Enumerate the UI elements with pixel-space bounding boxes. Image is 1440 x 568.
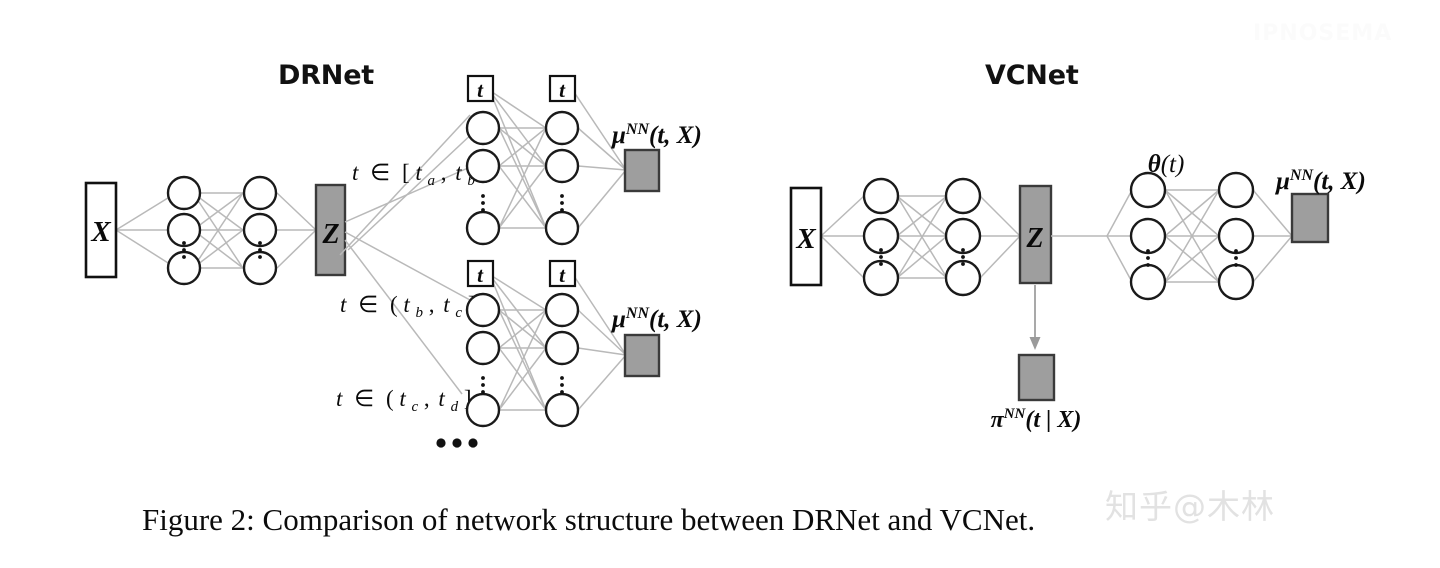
drnet-branch-routing-edges — [339, 114, 477, 395]
vcnet-propensity-arrow — [1029, 285, 1041, 350]
figure-caption: Figure 2: Comparison of network structur… — [142, 502, 1035, 537]
branch-1-var: t — [340, 292, 347, 317]
branch-2-var: t — [336, 386, 343, 411]
drnet-head-1-output-box — [623, 148, 661, 193]
drnet-head-2-edges — [491, 275, 627, 411]
branch-0-rel: ∈ — [370, 160, 390, 185]
drnet-head-2-output-box — [623, 333, 661, 378]
branch-2-rel: ∈ — [354, 386, 374, 411]
vcnet-output-label: μNN(t, X) — [1274, 167, 1366, 195]
vcnet-head-layer-2 — [1217, 171, 1255, 301]
vcnet-hidden-layer-2 — [944, 177, 982, 297]
branch-0-lo-sub: a — [428, 173, 436, 189]
vcnet-title: VCNet — [985, 60, 1079, 91]
vcnet-head-edges — [1051, 189, 1293, 283]
drnet-more-branches — [436, 438, 478, 448]
vcnet-theta-label: θ(t) — [1148, 151, 1185, 178]
branch-0-var: t — [352, 160, 359, 185]
vcnet-head-layer-1 — [1129, 171, 1167, 301]
branch-0-hi: t — [455, 160, 462, 185]
branch-2-open: ( — [386, 386, 394, 411]
drnet-branch-label-2: t ∈ ( t c , t d ] — [336, 386, 471, 416]
branch-2-lo: t — [399, 386, 406, 411]
svg-text:t ∈ (: t ∈ ( t c , t d ] — [336, 386, 471, 416]
drnet-latent-label: Z — [321, 219, 339, 250]
drnet-encoder-edges — [115, 192, 317, 269]
drnet-head-2-t-label-2: t — [559, 263, 566, 287]
branch-0-open: [ — [402, 160, 410, 185]
branch-2-hi-sub: d — [451, 399, 459, 415]
drnet-input-label: X — [90, 216, 111, 248]
branch-1-lo: t — [403, 292, 410, 317]
branch-1-open: ( — [390, 292, 398, 317]
drnet-title: DRNet — [278, 60, 374, 91]
drnet-head-2-t-box-1 — [466, 259, 495, 288]
drnet-head-1-t-box-2 — [548, 74, 577, 103]
drnet-head-1-output-label: μNN(t, X) — [610, 121, 702, 149]
drnet-head-1-t-label-2: t — [559, 78, 566, 102]
vcnet-hidden-layer-1 — [862, 177, 900, 297]
drnet-head-2: t t μNN(t, X) — [465, 259, 702, 428]
vcnet-latent-label: Z — [1025, 223, 1043, 254]
branch-1-lo-sub: b — [416, 305, 424, 321]
vcnet-latent-box: Z — [1018, 184, 1053, 285]
vcnet-encoder-edges — [820, 195, 1021, 279]
drnet-branch-label-1: t ∈ ( t b , t c ] — [340, 292, 475, 322]
branch-1-rel: ∈ — [358, 292, 378, 317]
vcnet-input-box: X — [789, 186, 823, 287]
drnet-hidden-layer-2 — [242, 175, 278, 286]
branch-0-lo: t — [415, 160, 422, 185]
drnet-input-box: X — [84, 181, 118, 279]
drnet-hidden-layer-1 — [166, 175, 202, 286]
drnet-head-2-output-label: μNN(t, X) — [610, 305, 702, 333]
branch-2-hi: t — [438, 386, 445, 411]
drnet-head-1: t t μNN(t, X) — [465, 74, 702, 246]
watermark-corner: IPNOSEMA — [1253, 21, 1392, 46]
drnet-head-1-t-label-1: t — [477, 78, 484, 102]
vcnet-propensity-label: πNN(t | X) — [991, 406, 1082, 433]
drnet-head-2-t-label-1: t — [477, 263, 484, 287]
svg-text:t ∈ (: t ∈ ( t b , t c ] — [340, 292, 475, 322]
drnet-latent-box: Z — [314, 183, 347, 277]
drnet-head-1-edges — [491, 91, 627, 229]
vcnet-output-box — [1290, 192, 1330, 244]
branch-1-hi: t — [443, 292, 450, 317]
drnet-head-1-t-box-1 — [466, 74, 495, 103]
branch-2-close: ] — [464, 386, 472, 411]
vcnet-input-label: X — [795, 223, 816, 255]
vcnet-output: μNN(t, X) — [1274, 167, 1366, 244]
drnet-head-2-t-box-2 — [548, 259, 577, 288]
vcnet-propensity-output: πNN(t | X) — [991, 353, 1082, 433]
vcnet-propensity-box — [1017, 353, 1056, 402]
branch-0-hi-sub: b — [467, 173, 475, 189]
watermark-caption-overlay: 知乎@木林 — [1105, 487, 1275, 526]
branch-2-lo-sub: c — [412, 399, 419, 415]
branch-1-hi-sub: c — [455, 305, 462, 321]
